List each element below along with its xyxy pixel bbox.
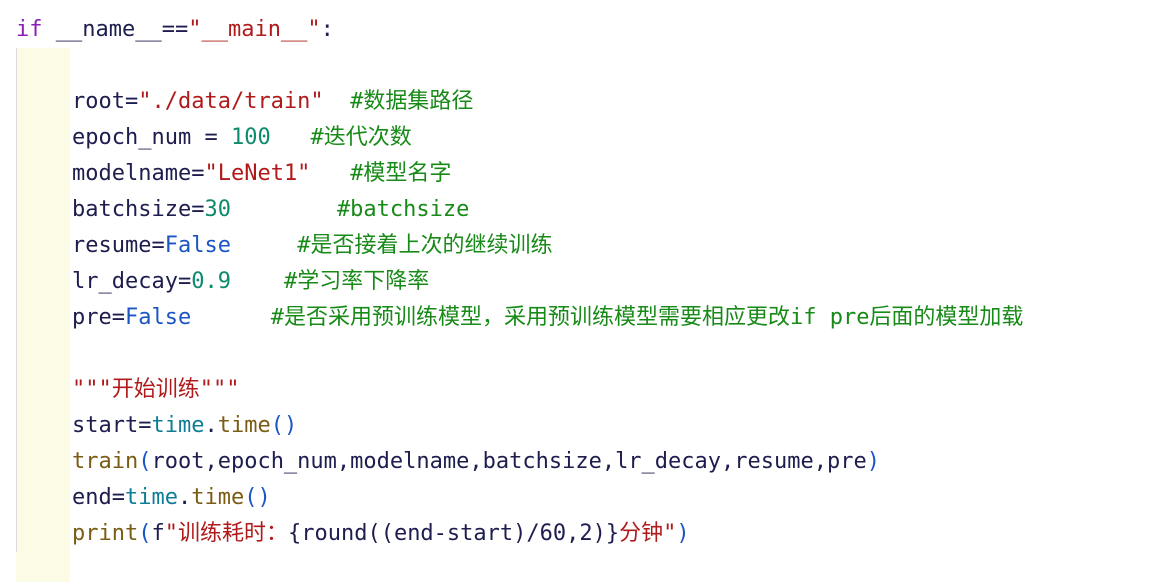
module-time: time bbox=[151, 413, 205, 438]
assign-op: = bbox=[191, 125, 231, 150]
code-line-resume[interactable]: resume=False #是否接着上次的继续训练 bbox=[72, 230, 552, 262]
code-line-end[interactable]: end=time.time() bbox=[72, 482, 271, 514]
comment-modelname: #模型名字 bbox=[350, 161, 452, 186]
paren-close: ) bbox=[676, 521, 690, 546]
var-pre: pre bbox=[72, 305, 112, 330]
paren-close: ) bbox=[866, 449, 880, 474]
fstring-prefix: f bbox=[151, 521, 165, 546]
const-false-resume: False bbox=[164, 233, 231, 258]
assign-op: = bbox=[138, 413, 152, 438]
assign-op: = bbox=[111, 305, 125, 330]
code-line-lr-decay[interactable]: lr_decay=0.9 #学习率下降率 bbox=[72, 266, 429, 298]
colon: : bbox=[320, 17, 334, 42]
var-epoch-num: epoch_num bbox=[72, 125, 192, 150]
var-resume: resume bbox=[72, 233, 152, 258]
indent-guide-band bbox=[16, 48, 70, 582]
code-line-batchsize[interactable]: batchsize=30 #batchsize bbox=[72, 194, 469, 226]
parens: () bbox=[270, 413, 298, 438]
string-root-path: "./data/train" bbox=[138, 89, 324, 114]
string-duration-a: "训练耗时： bbox=[164, 521, 288, 546]
assign-op: = bbox=[177, 269, 192, 294]
comment-root: #数据集路径 bbox=[350, 89, 474, 114]
var-modelname: modelname bbox=[72, 161, 192, 186]
paren-open: ( bbox=[138, 449, 152, 474]
code-line-start[interactable]: start=time.time() bbox=[72, 410, 297, 442]
code-line-epoch-num[interactable]: epoch_num = 100 #迭代次数 bbox=[72, 122, 412, 154]
code-line-docstring[interactable]: """开始训练""" bbox=[72, 374, 239, 406]
parens: () bbox=[244, 485, 271, 510]
module-time: time bbox=[125, 485, 178, 510]
dot-op: . bbox=[177, 485, 192, 510]
number-batchsize: 30 bbox=[204, 197, 231, 222]
var-root: root bbox=[72, 89, 125, 114]
var-lr-decay: lr_decay bbox=[72, 269, 178, 294]
assign-op: = bbox=[191, 197, 205, 222]
fn-time: time bbox=[217, 413, 271, 438]
train-args: root,epoch_num,modelname,batchsize,lr_de… bbox=[151, 449, 867, 474]
code-line-print[interactable]: print(f"训练耗时：{round((end-start)/60,2)}分钟… bbox=[72, 518, 690, 550]
assign-op: = bbox=[124, 89, 139, 114]
var-start: start bbox=[72, 413, 139, 438]
paren-open: ( bbox=[138, 521, 152, 546]
string-modelname: "LeNet1" bbox=[204, 161, 311, 186]
operator-eq: == bbox=[161, 17, 189, 42]
code-line-pre[interactable]: pre=False #是否采用预训练模型，采用预训练模型需要相应更改if pre… bbox=[72, 302, 1023, 334]
comment-batchsize: #batchsize bbox=[336, 197, 470, 222]
number-epoch-num: 100 bbox=[230, 125, 271, 150]
number-lr-decay: 0.9 bbox=[191, 269, 231, 294]
fn-print: print bbox=[72, 521, 139, 546]
var-end: end bbox=[72, 485, 112, 510]
code-line-root[interactable]: root="./data/train" #数据集路径 bbox=[72, 86, 473, 118]
code-line-train-call[interactable]: train(root,epoch_num,modelname,batchsize… bbox=[72, 446, 880, 478]
string-duration-b: 分钟" bbox=[619, 521, 677, 546]
docstring-start-training: """开始训练""" bbox=[72, 377, 240, 402]
indent-guide-line bbox=[16, 48, 17, 552]
assign-op: = bbox=[191, 161, 205, 186]
assign-op: = bbox=[111, 485, 125, 510]
comment-epoch-num: #迭代次数 bbox=[310, 125, 412, 150]
string-main: "__main__" bbox=[188, 17, 321, 42]
fn-train: train bbox=[72, 449, 139, 474]
keyword-if: if bbox=[16, 17, 43, 42]
fn-time: time bbox=[191, 485, 245, 510]
dot-op: . bbox=[204, 413, 218, 438]
assign-op: = bbox=[151, 233, 165, 258]
code-line-modelname[interactable]: modelname="LeNet1" #模型名字 bbox=[72, 158, 451, 190]
comment-resume: #是否接着上次的继续训练 bbox=[297, 233, 553, 258]
dunder-name: __name__ bbox=[55, 17, 162, 42]
const-false-pre: False bbox=[125, 305, 192, 330]
var-batchsize: batchsize bbox=[72, 197, 192, 222]
comment-lr-decay: #学习率下降率 bbox=[283, 269, 430, 294]
fstring-expression: {round((end-start)/60,2)} bbox=[287, 521, 620, 546]
comment-pre: #是否采用预训练模型，采用预训练模型需要相应更改if pre后面的模型加载 bbox=[270, 305, 1024, 330]
code-line-1[interactable]: if __name__=="__main__": bbox=[16, 14, 334, 46]
